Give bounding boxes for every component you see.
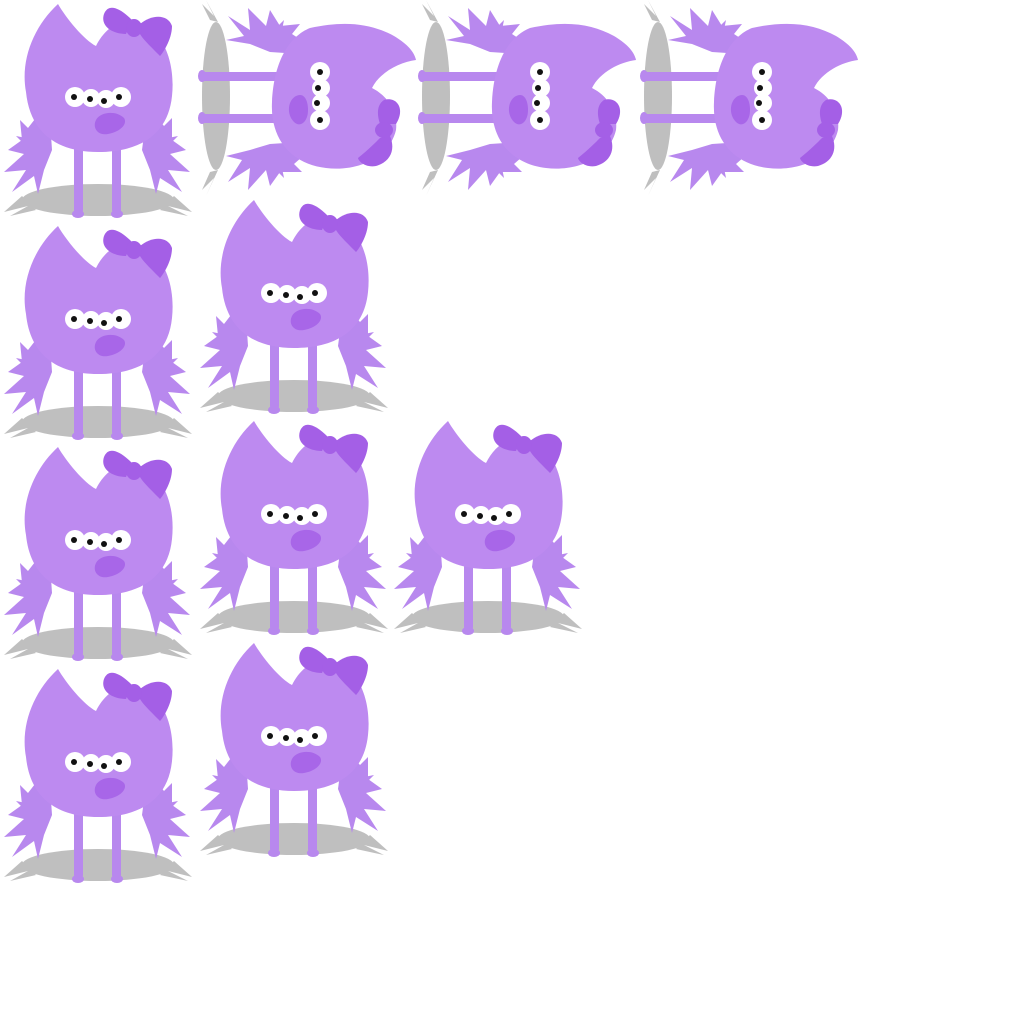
- sprite-frame-r0-c1: [198, 0, 416, 222]
- monster-front-sprite: [200, 200, 388, 414]
- monster-front-sprite: [4, 226, 192, 440]
- sprite-frame-r2-c1: [196, 417, 396, 639]
- monster-front-sprite: [394, 421, 582, 635]
- monster-side-sprite: [418, 0, 636, 196]
- sprite-frame-r2-c2: [390, 417, 590, 639]
- sprite-frame-r0-c0: [0, 0, 200, 222]
- sprite-frame-r2-c0: [0, 443, 200, 665]
- monster-side-sprite: [198, 0, 416, 196]
- sprite-frame-r0-c3: [640, 0, 858, 222]
- monster-side-sprite: [640, 0, 858, 196]
- monster-front-sprite: [4, 447, 192, 661]
- monster-front-sprite: [200, 643, 388, 857]
- monster-front-sprite: [200, 421, 388, 635]
- monster-front-sprite: [4, 4, 192, 218]
- monster-front-sprite: [4, 669, 192, 883]
- sprite-frame-r0-c2: [418, 0, 636, 222]
- sprite-frame-r3-c1: [196, 639, 396, 861]
- sprite-frame-r1-c1: [196, 196, 396, 418]
- sprite-frame-r3-c0: [0, 665, 200, 887]
- sprite-frame-r1-c0: [0, 222, 200, 444]
